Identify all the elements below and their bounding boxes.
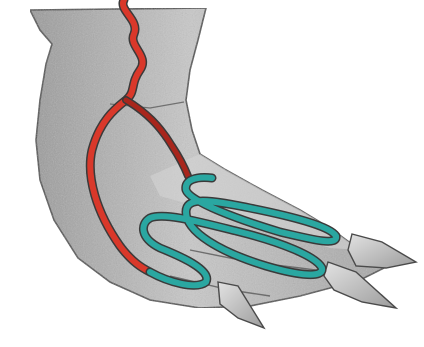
claw-1 — [348, 234, 416, 268]
leg — [30, 8, 388, 308]
